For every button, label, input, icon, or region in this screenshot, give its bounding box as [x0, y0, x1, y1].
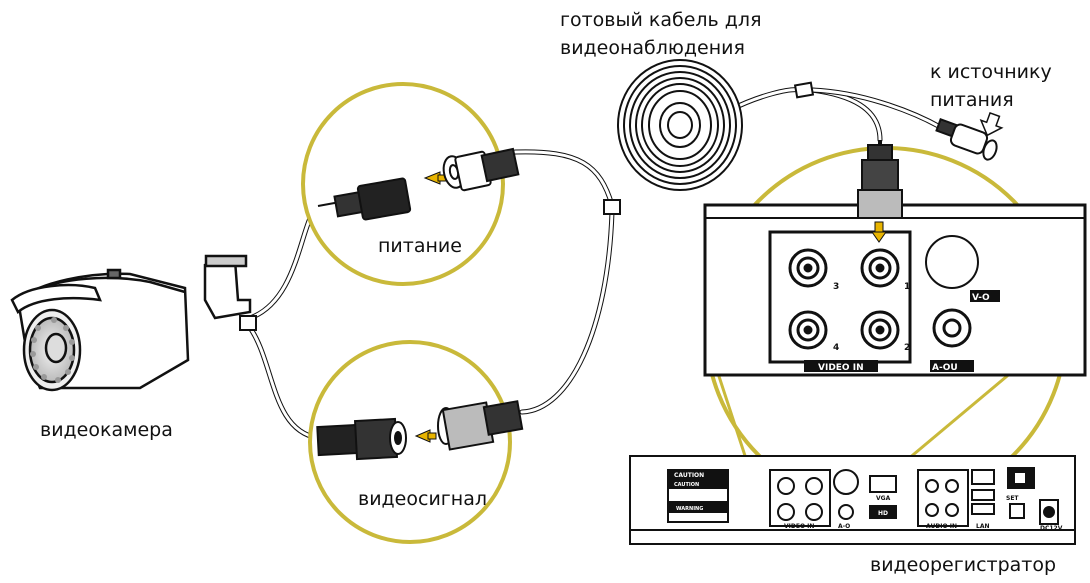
dvr-caution-2: CAUTION — [674, 482, 699, 488]
dvr-caution-1: CAUTION — [674, 472, 704, 479]
bnc-port-4 — [788, 310, 828, 350]
port-4-label: 4 — [833, 343, 839, 353]
video-in-label: VIDEO IN — [818, 363, 864, 373]
v-out-port — [925, 235, 979, 289]
power-source-label-line1: к источнику — [930, 61, 1052, 83]
insert-arrow-icon — [871, 221, 887, 243]
cable-label-line1: готовый кабель для — [560, 9, 762, 31]
power-arrow-icon — [423, 171, 447, 185]
dvr-vga: VGA — [876, 495, 891, 502]
v-out-label: V-O — [972, 293, 990, 303]
port-2-label: 2 — [904, 343, 910, 353]
video-signal-label: видеосигнал — [358, 488, 487, 510]
camera-label: видеокамера — [40, 419, 173, 441]
bnc-plug-insert — [857, 140, 903, 219]
dvr-set: SET — [1006, 495, 1019, 502]
dvr-hd: HD — [878, 510, 888, 517]
a-out-port — [932, 308, 972, 348]
power-label: питание — [378, 235, 462, 257]
video-arrow-icon — [414, 429, 437, 443]
dvr-dc: DC12V — [1040, 525, 1063, 532]
cable-label-line2: видеонаблюдения — [560, 37, 745, 59]
dvr-lan: LAN — [976, 523, 990, 530]
dvr-audio-in: AUDIO IN — [926, 523, 957, 530]
dvr-video-in: VIDEO IN — [784, 523, 814, 530]
bnc-port-3 — [788, 248, 828, 288]
power-source-connector — [935, 118, 998, 161]
cable-coil — [617, 59, 743, 191]
camera-icon — [10, 254, 252, 392]
dvr-device — [629, 455, 1076, 545]
video-detail-circle — [308, 340, 512, 544]
bnc-connector-male — [316, 417, 407, 461]
power-connector-female — [442, 147, 520, 192]
camera-splitter — [239, 315, 257, 331]
a-out-label: A-OU — [932, 363, 958, 373]
power-source-label-line2: питания — [930, 89, 1014, 111]
bnc-port-2 — [860, 310, 900, 350]
cable-splitter-top — [793, 81, 815, 99]
power-connector-male — [317, 177, 412, 221]
video-in-tag — [804, 360, 878, 372]
cable-splitter — [603, 199, 621, 215]
power-source-arrow-icon — [979, 111, 1004, 137]
dvr-label: видеорегистратор — [870, 554, 1056, 576]
port-1-label: 1 — [904, 282, 910, 292]
port-3-label: 3 — [833, 282, 839, 292]
bnc-connector-female — [437, 400, 524, 451]
dvr-a-out: A-O — [838, 523, 850, 530]
dvr-warning: WARNING — [676, 506, 703, 512]
cable-lines — [245, 87, 945, 441]
dvr-labels: CAUTION CAUTION WARNING VIDEO IN A-O VGA… — [674, 472, 1063, 532]
bnc-port-1 — [860, 248, 900, 288]
dvr-zoom-group: 3 1 4 2 VIDEO IN V-O A-OU — [703, 140, 1087, 533]
